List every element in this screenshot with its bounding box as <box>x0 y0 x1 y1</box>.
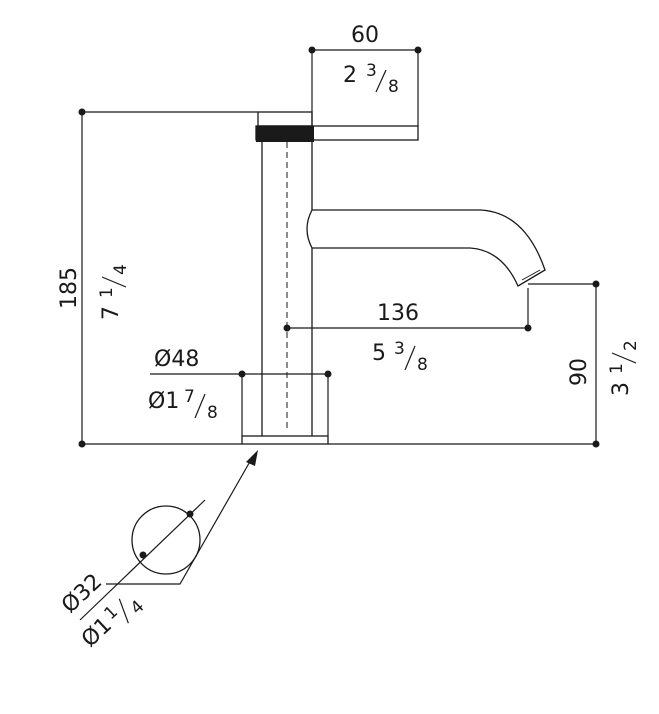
total-height-imperial-whole: 7 <box>99 306 124 320</box>
detail-hole-diameter: Ø32 Ø1 1 4 <box>57 450 258 652</box>
tap-outline <box>241 111 546 445</box>
handle-length-imperial-den: 8 <box>388 77 399 97</box>
spout-height-imperial-num: 1 <box>607 363 627 374</box>
dimension-handle-length: 60 2 3 8 <box>308 23 422 126</box>
handle-length-imperial-whole: 2 <box>343 63 357 88</box>
top-cap <box>257 111 313 127</box>
hole-diameter-metric: Ø32 <box>57 569 107 618</box>
spout-height-imperial-whole: 3 <box>609 382 634 396</box>
hole-circle <box>131 505 201 575</box>
handle-length-metric: 60 <box>351 23 379 48</box>
base-diameter-imperial-den: 8 <box>207 403 218 423</box>
total-height-imperial-num: 1 <box>97 287 117 298</box>
spout-reach-imperial-num: 3 <box>394 339 405 359</box>
handle-length-imperial-num: 3 <box>366 61 377 81</box>
base-diameter-imperial-num: 7 <box>184 387 195 407</box>
leader-arrow <box>246 450 258 466</box>
dimension-base-diameter: Ø48 Ø1 7 8 <box>148 347 332 436</box>
spout-reach-imperial-den: 8 <box>417 355 428 375</box>
spout-height-metric: 90 <box>567 358 592 386</box>
spout <box>312 209 546 287</box>
total-height-metric: 185 <box>57 267 82 309</box>
spout-height-imperial-den: 2 <box>621 340 641 351</box>
total-height-imperial-den: 4 <box>111 264 131 275</box>
spout-reach-metric: 136 <box>377 301 419 326</box>
dimension-total-height: 185 7 1 4 <box>57 108 258 448</box>
dimension-spout-reach: 136 5 3 8 <box>283 288 532 375</box>
handle-ring <box>256 126 314 142</box>
hole-diameter-imperial-den: 4 <box>127 597 149 619</box>
dimension-spout-height: 90 3 1 2 <box>328 280 641 448</box>
spout-reach-imperial-whole: 5 <box>372 341 386 366</box>
base-plate <box>241 435 329 445</box>
base-diameter-metric: Ø48 <box>154 347 199 372</box>
base-diameter-imperial-whole: Ø1 <box>148 389 179 414</box>
